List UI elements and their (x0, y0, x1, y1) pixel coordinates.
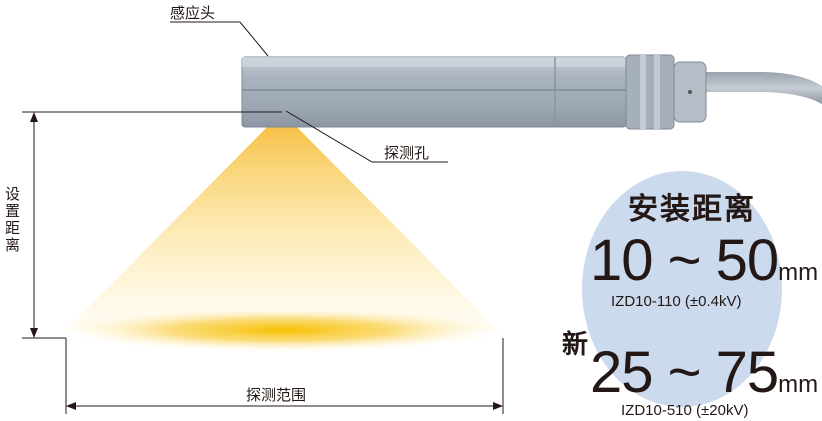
sensor-highlight (242, 57, 626, 67)
range-arrow-right (493, 402, 503, 410)
spec-title: 安装距离 (628, 192, 756, 227)
spec-model-1: IZD10-110 (±0.4kV) (611, 293, 742, 310)
sensor-head-label: 感应头 (170, 4, 216, 22)
install-distance-label: 设置距离 (3, 186, 21, 254)
spec-bubble (582, 171, 782, 407)
spec-range-1: 10 ~ 50mm (590, 232, 818, 290)
connector-ring-highlight (640, 55, 646, 129)
spec-range-1-value: 10 ~ 50 (590, 228, 779, 293)
detection-spot (60, 308, 504, 352)
spec-range-2-value: 25 ~ 75 (590, 340, 779, 405)
detection-range-label: 探测范围 (246, 386, 307, 404)
connector-ring-highlight (654, 55, 660, 129)
range-arrow-left (66, 402, 76, 410)
detection-beam (66, 112, 498, 330)
connector-dot (688, 90, 692, 94)
spec-range-1-unit: mm (778, 259, 819, 286)
detection-hole-leader (285, 110, 448, 163)
sensor-cable (700, 72, 822, 104)
spec-model-2: IZD10-510 (±20kV) (621, 402, 749, 419)
sensor-head-leader (170, 21, 269, 57)
detection-hole-label: 探测孔 (384, 144, 430, 162)
spec-range-2: 25 ~ 75mm (590, 344, 818, 402)
sensor-body (241, 56, 627, 128)
install-distance-arrow-top (30, 112, 38, 122)
spec-range-2-unit: mm (778, 371, 819, 398)
new-badge: 新 (562, 330, 589, 360)
connector-ring (625, 54, 675, 130)
install-distance-arrow-bottom (30, 328, 38, 338)
